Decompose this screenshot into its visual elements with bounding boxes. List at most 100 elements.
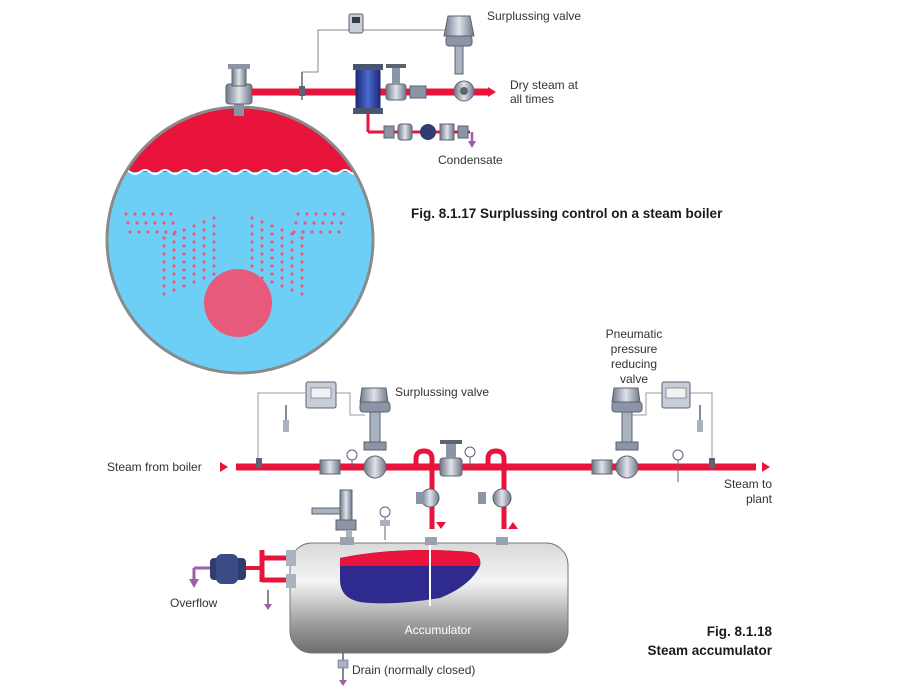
- steam-bubble: [160, 212, 164, 216]
- surplussing-valve-fig2: [283, 381, 391, 479]
- steam-bubble: [202, 244, 206, 248]
- steam-bubble: [182, 284, 186, 288]
- steam-bubble: [182, 252, 186, 256]
- steam-bubble: [280, 284, 284, 288]
- steam-bubble: [260, 268, 264, 272]
- steam-bubble: [192, 224, 196, 228]
- steam-bubble: [260, 228, 264, 232]
- steam-bubble: [292, 230, 296, 234]
- label-pneumatic-2: pressure: [611, 342, 658, 356]
- steam-bubble: [280, 260, 284, 264]
- condensate-trap-set: [383, 123, 469, 141]
- steam-bubble: [202, 228, 206, 232]
- label-dry-steam-1: Dry steam at: [510, 78, 579, 92]
- steam-bubble: [153, 221, 157, 225]
- steam-bubble: [332, 212, 336, 216]
- fig2-caption-line2: Steam accumulator: [647, 643, 772, 658]
- separator: [353, 64, 383, 114]
- label-dry-steam-2: all times: [510, 92, 554, 106]
- steam-bubble: [192, 272, 196, 276]
- steam-bubble: [151, 212, 155, 216]
- steam-bubble: [142, 212, 146, 216]
- steam-bubble: [290, 272, 294, 276]
- steam-bubble: [290, 256, 294, 260]
- steam-bubble: [294, 221, 298, 225]
- steam-bubble: [280, 244, 284, 248]
- label-steam-from-boiler: Steam from boiler: [107, 460, 202, 474]
- steam-bubble: [212, 264, 216, 268]
- steam-bubble: [300, 236, 304, 240]
- steam-bubble: [146, 230, 150, 234]
- steam-bubble: [250, 232, 254, 236]
- surplussing-valve-fig1: [443, 15, 475, 102]
- steam-bubble: [162, 236, 166, 240]
- steam-bubble: [280, 252, 284, 256]
- label-pneumatic-3: reducing: [611, 357, 657, 371]
- steam-bubble: [192, 264, 196, 268]
- steam-bubble: [270, 280, 274, 284]
- steam-bubble: [339, 221, 343, 225]
- steam-bubble: [202, 252, 206, 256]
- steam-bubble: [182, 276, 186, 280]
- steam-bubble: [192, 280, 196, 284]
- fig1-isolation-valve: [385, 64, 427, 101]
- steam-bubble: [192, 256, 196, 260]
- steam-bubble: [182, 260, 186, 264]
- steam-bubble: [290, 280, 294, 284]
- steam-bubble: [182, 228, 186, 232]
- steam-bubble: [280, 228, 284, 232]
- steam-bubble: [250, 256, 254, 260]
- steam-bubble: [337, 230, 341, 234]
- overflow-assembly: [189, 550, 296, 610]
- steam-bubble: [270, 248, 274, 252]
- steam-bubble: [250, 216, 254, 220]
- steam-bubble: [250, 248, 254, 252]
- steam-bubble: [300, 260, 304, 264]
- steam-bubble: [172, 264, 176, 268]
- steam-bubble: [192, 232, 196, 236]
- label-overflow: Overflow: [170, 596, 218, 610]
- steam-bubble: [290, 248, 294, 252]
- steam-bubble: [133, 212, 137, 216]
- steam-bubble: [212, 256, 216, 260]
- steam-bubble: [202, 220, 206, 224]
- pressure-reducing-valve: [611, 381, 703, 479]
- accumulator-tank: [289, 537, 569, 654]
- steam-bubble: [171, 221, 175, 225]
- fig2-caption-line1: Fig. 8.1.18: [707, 624, 773, 639]
- label-steam-to-1: Steam to: [724, 477, 772, 491]
- boiler: [105, 105, 375, 375]
- steam-bubble: [301, 230, 305, 234]
- label-pneumatic-4: valve: [620, 372, 648, 386]
- steam-bubble: [172, 272, 176, 276]
- steam-bubble: [312, 221, 316, 225]
- steam-bubble: [192, 248, 196, 252]
- steam-bubble: [212, 272, 216, 276]
- steam-bubble: [290, 240, 294, 244]
- steam-bubble: [260, 260, 264, 264]
- label-surplussing-valve-fig2: Surplussing valve: [395, 385, 489, 399]
- steam-bubble: [321, 221, 325, 225]
- steam-bubble: [300, 268, 304, 272]
- steam-bubble: [164, 230, 168, 234]
- steam-bubble: [172, 256, 176, 260]
- steam-bubble: [260, 220, 264, 224]
- label-drain: Drain (normally closed): [352, 663, 475, 677]
- steam-bubble: [202, 276, 206, 280]
- steam-bubble: [260, 252, 264, 256]
- steam-bubble: [172, 288, 176, 292]
- steam-bubble: [172, 248, 176, 252]
- steam-bubble: [126, 221, 130, 225]
- steam-bubble: [212, 240, 216, 244]
- steam-bubble: [270, 272, 274, 276]
- steam-bubble: [270, 224, 274, 228]
- steam-bubble: [202, 268, 206, 272]
- steam-bubble: [212, 248, 216, 252]
- steam-bubble: [250, 240, 254, 244]
- steam-bubble: [202, 260, 206, 264]
- steam-bubble: [296, 212, 300, 216]
- steam-bubble: [250, 264, 254, 268]
- label-surplussing-valve-fig1: Surplussing valve: [487, 9, 581, 23]
- steam-bubble: [250, 224, 254, 228]
- steam-bubble: [162, 260, 166, 264]
